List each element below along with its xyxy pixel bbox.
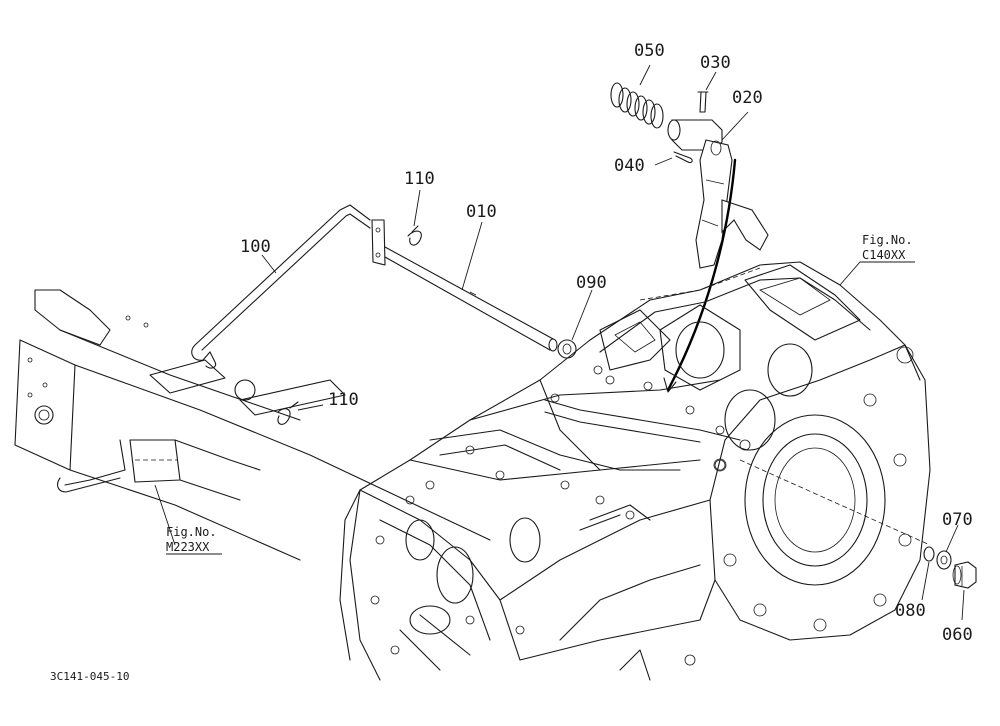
shaft-010 [384, 246, 558, 352]
spring-050 [610, 82, 664, 129]
floor-panel-assembly [14, 289, 491, 561]
fig-ref-m223-code: M223XX [166, 540, 210, 554]
assembly-centerline [739, 459, 931, 546]
callout-070: 070 [942, 510, 973, 530]
callout-020: 020 [732, 88, 763, 108]
document-id: 3C141-045-10 [50, 670, 129, 683]
collar-090 [557, 339, 577, 359]
shift-rod-100 [191, 204, 386, 369]
callout-040: 040 [614, 156, 645, 176]
callout-100: 100 [240, 237, 271, 257]
fork-travel-arrow [663, 377, 677, 393]
clip-110-top [407, 225, 422, 246]
fig-ref-c140: Fig.No. C140XX [862, 233, 913, 262]
fig-ref-m223: Fig.No. M223XX [166, 525, 222, 555]
callout-050: 050 [634, 41, 665, 61]
fig-ref-c140-code: C140XX [862, 248, 906, 262]
shift-fork-020 [667, 119, 769, 269]
callout-110-top: 110 [404, 169, 435, 189]
cotter-pin-040 [673, 151, 693, 164]
washer-070 [936, 550, 952, 570]
fig-ref-c140-label: Fig.No. [862, 233, 913, 247]
transmission-case [339, 261, 931, 681]
callout-060: 060 [942, 625, 973, 645]
washer-080 [923, 546, 935, 562]
callout-010: 010 [466, 202, 497, 222]
fig-c140-leader [839, 261, 915, 286]
fig-ref-m223-label: Fig.No. [166, 525, 217, 539]
fork-travel-line [666, 158, 737, 392]
pin-030 [697, 91, 709, 113]
callout-110-mid: 110 [328, 390, 359, 410]
callout-leaders [261, 64, 965, 621]
callout-080: 080 [895, 601, 926, 621]
plug-060 [952, 561, 977, 589]
callout-090: 090 [576, 273, 607, 293]
callout-030: 030 [700, 53, 731, 73]
clip-110-mid [277, 401, 299, 425]
